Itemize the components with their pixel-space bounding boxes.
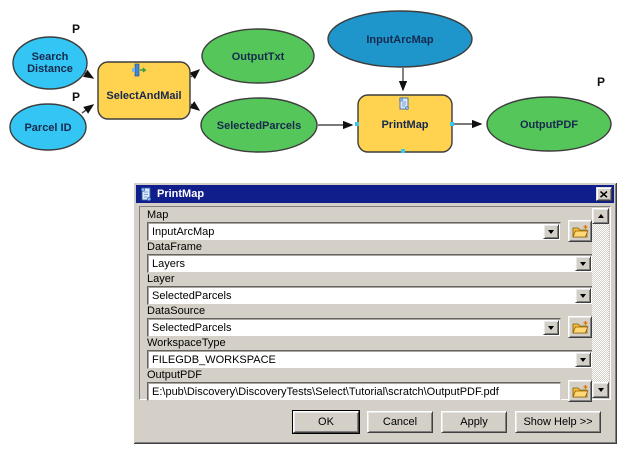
connector-arrow: [189, 69, 201, 80]
script-tool-icon: [140, 187, 151, 201]
svg-text:OutputPDF: OutputPDF: [520, 119, 578, 131]
show-help-button[interactable]: Show Help >>: [515, 411, 601, 433]
parameter-marker: P: [597, 75, 605, 89]
node-search-distance[interactable]: Search Distance: [12, 36, 88, 90]
field-label: Map: [147, 209, 169, 221]
outputpdf-text-input[interactable]: E:\pub\Discovery\DiscoveryTests\Select\T…: [147, 382, 561, 401]
connector-arrow: [81, 104, 95, 114]
scroll-down-button[interactable]: [592, 382, 609, 398]
output-txt-ellipse[interactable]: [201, 28, 315, 84]
node-selected-parcels[interactable]: SelectedParcels: [200, 97, 318, 153]
input-arcmap-ellipse[interactable]: [327, 10, 473, 68]
scroll-up-button[interactable]: [592, 208, 609, 224]
param-row-outputpdf: OutputPDF E:\pub\Discovery\DiscoveryTest…: [147, 369, 610, 402]
dropdown-arrow-button[interactable]: [575, 352, 591, 367]
ok-button[interactable]: OK: [292, 410, 360, 434]
dialog-button-row: OK Cancel Apply Show Help >>: [292, 410, 601, 434]
script-tool-icon: [399, 97, 409, 110]
dataframe-combobox[interactable]: Layers: [147, 254, 593, 273]
svg-text:Search: Search: [32, 51, 69, 63]
parcel-id-ellipse[interactable]: [9, 103, 87, 151]
dropdown-arrow-button[interactable]: [575, 288, 591, 303]
combo-value: SelectedParcels: [152, 322, 232, 334]
printmap-dialog: PrintMap Map InputArcMap: [133, 182, 617, 444]
node-output-txt[interactable]: OutputTxt: [201, 28, 315, 84]
dropdown-arrow-button[interactable]: [575, 256, 591, 271]
connector-arrow: [189, 101, 201, 111]
node-output-pdf[interactable]: OutputPDF: [486, 96, 612, 152]
dialog-title: PrintMap: [157, 188, 205, 200]
layer-combobox[interactable]: SelectedParcels: [147, 286, 593, 305]
parameter-marker: P: [72, 22, 80, 36]
field-label: Layer: [147, 273, 175, 285]
field-label: OutputPDF: [147, 369, 203, 381]
chevron-down-icon: [580, 293, 586, 298]
svg-text:Distance: Distance: [27, 63, 73, 75]
text-value: E:\pub\Discovery\DiscoveryTests\Select\T…: [152, 386, 499, 398]
parameter-panel: Map InputArcMap: [139, 206, 611, 402]
chevron-down-icon: [580, 357, 586, 362]
connector-group: [81, 68, 483, 130]
node-input-arcmap[interactable]: InputArcMap: [327, 10, 473, 68]
param-row-workspacetype: WorkspaceType FILEGDB_WORKSPACE: [147, 338, 610, 369]
param-row-dataframe: DataFrame Layers: [147, 242, 610, 273]
field-label: DataSource: [147, 305, 206, 317]
search-distance-ellipse[interactable]: [12, 36, 88, 90]
svg-text:PrintMap: PrintMap: [381, 119, 428, 131]
combo-value: SelectedParcels: [152, 290, 232, 302]
dialog-titlebar[interactable]: PrintMap: [136, 185, 614, 203]
model-tool-icon: [132, 63, 147, 77]
node-print-map[interactable]: PrintMap: [355, 94, 454, 153]
svg-text:SelectAndMail: SelectAndMail: [106, 90, 181, 102]
svg-text:Parcel ID: Parcel ID: [24, 122, 71, 134]
combo-value: InputArcMap: [152, 226, 215, 238]
field-label: DataFrame: [147, 241, 203, 253]
outputpdf-browse-button[interactable]: [568, 380, 592, 402]
node-parcel-id[interactable]: Parcel ID: [9, 103, 87, 151]
modelbuilder-canvas: Search Distance P Parcel ID P SelectAndM…: [9, 10, 612, 153]
combo-value: FILEGDB_WORKSPACE: [152, 354, 276, 366]
datasource-combobox[interactable]: SelectedParcels: [147, 318, 561, 337]
chevron-down-icon: [597, 388, 604, 392]
select-and-mail-box[interactable]: [97, 61, 191, 120]
map-combobox[interactable]: InputArcMap: [147, 222, 561, 241]
selection-handles: [355, 122, 454, 153]
vertical-scrollbar[interactable]: [592, 208, 609, 398]
svg-text:InputArcMap: InputArcMap: [366, 34, 434, 46]
close-icon: [600, 190, 608, 198]
open-folder-icon: [571, 321, 588, 334]
svg-text:SelectedParcels: SelectedParcels: [217, 120, 301, 132]
workspacetype-combobox[interactable]: FILEGDB_WORKSPACE: [147, 350, 593, 369]
param-row-datasource: DataSource SelectedParcels: [147, 305, 610, 338]
chevron-down-icon: [548, 229, 554, 234]
dropdown-arrow-button[interactable]: [543, 224, 559, 239]
parameter-marker: P: [72, 90, 80, 104]
field-label: WorkspaceType: [147, 337, 226, 349]
map-browse-button[interactable]: [568, 220, 592, 242]
dropdown-arrow-button[interactable]: [543, 320, 559, 335]
chevron-up-icon: [597, 214, 604, 218]
close-button[interactable]: [596, 187, 612, 201]
open-folder-icon: [571, 385, 588, 398]
apply-button[interactable]: Apply: [441, 411, 507, 433]
param-row-map: Map InputArcMap: [147, 209, 610, 242]
param-row-layer: Layer SelectedParcels: [147, 274, 610, 305]
output-pdf-ellipse[interactable]: [486, 96, 612, 152]
cancel-button[interactable]: Cancel: [367, 411, 433, 433]
svg-text:OutputTxt: OutputTxt: [232, 51, 285, 63]
datasource-browse-button[interactable]: [568, 316, 592, 338]
selected-parcels-ellipse[interactable]: [200, 97, 318, 153]
open-folder-icon: [571, 225, 588, 238]
chevron-down-icon: [580, 261, 586, 266]
node-select-and-mail[interactable]: SelectAndMail: [97, 61, 191, 120]
chevron-down-icon: [548, 325, 554, 330]
combo-value: Layers: [152, 258, 186, 270]
